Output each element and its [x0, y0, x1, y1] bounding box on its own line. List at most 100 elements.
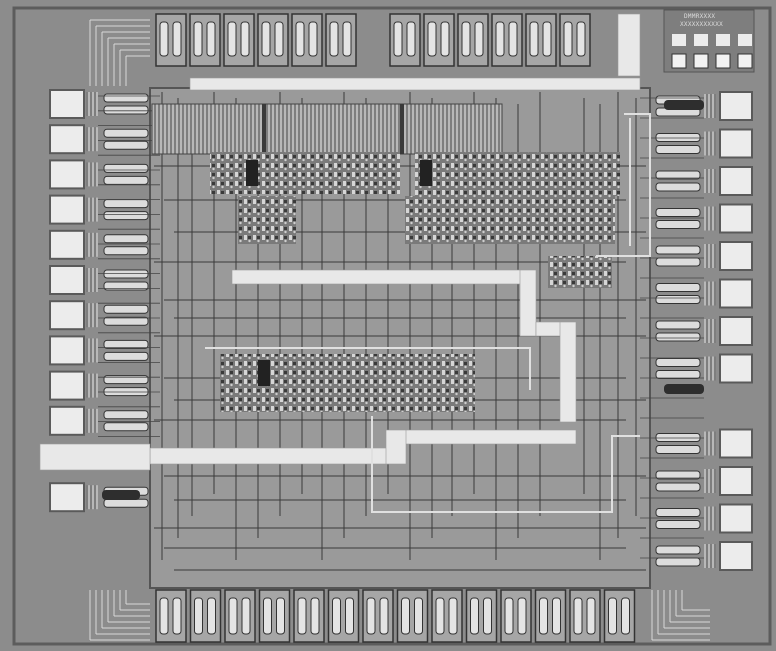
io-driver	[206, 21, 216, 57]
array-separator	[262, 104, 266, 154]
io-driver	[103, 163, 149, 173]
io-driver	[159, 597, 169, 635]
bond-pad	[719, 91, 753, 121]
bond-pad	[719, 128, 753, 159]
io-driver	[655, 257, 701, 267]
bond-pad	[719, 428, 753, 459]
io-driver	[655, 220, 701, 229]
io-driver	[621, 597, 630, 635]
esd-structure	[86, 162, 98, 187]
io-driver	[103, 105, 149, 115]
io-driver	[552, 597, 561, 635]
io-driver	[427, 21, 437, 57]
esd-structure	[704, 169, 716, 193]
power-buses	[39, 13, 641, 471]
io-driver	[655, 170, 701, 180]
io-driver	[103, 410, 149, 420]
io-driver	[655, 133, 701, 142]
bond-pad	[49, 229, 85, 260]
io-driver	[573, 597, 583, 635]
esd-structure	[704, 281, 716, 306]
io-driver	[655, 145, 701, 154]
bond-pad	[719, 278, 753, 309]
io-driver	[655, 283, 701, 292]
io-driver	[406, 21, 416, 57]
bond-pad	[49, 405, 85, 436]
io-driver	[655, 470, 701, 480]
pad-row-right	[655, 91, 753, 571]
bond-pad	[719, 353, 753, 384]
io-driver	[103, 339, 149, 349]
logo-text-line-1: DMMRXXXX	[684, 13, 715, 20]
io-driver	[508, 21, 518, 57]
bond-pad	[49, 194, 85, 225]
seal-ring	[12, 6, 772, 646]
io-driver	[586, 597, 596, 635]
io-driver	[297, 597, 307, 635]
esd-structure	[86, 303, 98, 328]
io-driver	[495, 21, 505, 57]
bond-pad	[719, 241, 753, 271]
io-driver	[194, 597, 203, 635]
io-driver	[103, 175, 149, 185]
io-driver	[435, 597, 445, 635]
io-driver	[329, 21, 339, 57]
io-driver	[655, 508, 701, 517]
esd-structure	[86, 338, 98, 363]
bond-pad	[719, 316, 753, 346]
esd-structure	[704, 506, 716, 531]
io-driver	[655, 370, 701, 379]
io-driver	[393, 21, 403, 57]
io-driver	[241, 597, 251, 635]
bond-pad	[49, 89, 85, 119]
logic-block-upper-right-b	[405, 196, 615, 244]
io-driver	[655, 320, 701, 330]
io-driver	[263, 597, 272, 635]
bond-pad	[719, 541, 753, 571]
bond-pad	[719, 466, 753, 496]
io-driver	[228, 597, 238, 635]
logic-block-small	[548, 256, 612, 288]
io-driver	[172, 21, 182, 57]
io-driver	[295, 21, 305, 57]
io-driver	[103, 351, 149, 361]
io-driver	[504, 597, 514, 635]
io-driver	[414, 597, 423, 635]
bond-pad	[719, 203, 753, 234]
pad-row-bottom	[155, 589, 636, 643]
esd-structure	[704, 244, 716, 268]
io-driver	[103, 422, 149, 432]
esd-structure	[86, 373, 98, 398]
bond-pad	[49, 159, 85, 190]
esd-structure	[704, 356, 716, 381]
io-driver	[103, 304, 149, 314]
io-driver	[655, 445, 701, 454]
io-driver	[345, 597, 354, 635]
io-driver	[539, 597, 548, 635]
io-driver	[310, 597, 320, 635]
io-driver-dark	[664, 100, 704, 110]
io-driver	[563, 21, 573, 57]
esd-structure	[704, 206, 716, 231]
control-register	[258, 360, 270, 386]
io-driver	[261, 21, 271, 57]
pad-row-top	[155, 13, 591, 67]
bond-pad	[719, 166, 753, 196]
io-driver	[655, 545, 701, 555]
io-driver	[207, 597, 216, 635]
io-driver-dark	[102, 490, 140, 500]
io-driver	[103, 199, 149, 209]
io-driver	[401, 597, 410, 635]
esd-structure	[86, 268, 98, 292]
io-driver	[608, 597, 617, 635]
logic-block-upper-right	[415, 152, 620, 196]
esd-structure	[86, 127, 98, 152]
io-driver	[517, 597, 527, 635]
io-driver	[655, 520, 701, 529]
io-driver	[655, 182, 701, 192]
io-driver	[308, 21, 318, 57]
io-driver	[542, 21, 552, 57]
io-driver	[193, 21, 203, 57]
io-driver	[103, 498, 149, 508]
